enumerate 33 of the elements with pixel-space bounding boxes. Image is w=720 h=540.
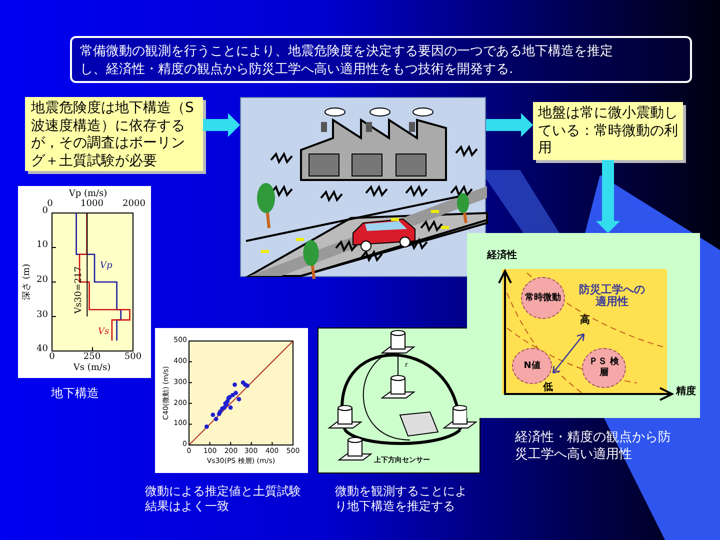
- tick-label: 2000: [122, 200, 146, 210]
- axis-title: Vs (m/s): [73, 364, 111, 374]
- callout-note: 地盤は常に微小震動している：常時微動の利用: [533, 102, 683, 160]
- tick-label: 0: [42, 207, 48, 217]
- caption: 地下構造: [51, 387, 99, 400]
- factory-road-drawing: [240, 97, 486, 277]
- tick-label: 250: [83, 353, 101, 363]
- tick-label: 0: [49, 353, 55, 363]
- chart-heading: 防災工学への適用性: [578, 284, 646, 308]
- axis-title: 経済性: [487, 250, 517, 261]
- axis-title: 精度: [676, 386, 696, 397]
- tick-label: 500: [124, 353, 142, 363]
- tick-label: 40: [36, 345, 48, 355]
- axis-title: 深さ (m): [23, 264, 33, 300]
- annotation: 高: [580, 315, 590, 326]
- tick-label: 1000: [80, 200, 104, 210]
- block-arrow: [203, 113, 240, 137]
- callout-note: 地震危険度は地下構造（S波速度構造）に依存するが，その調査はボーリング＋土質試験が必要: [25, 97, 203, 171]
- axis-title: Vp (m/s): [68, 190, 108, 199]
- chart-panel: [467, 233, 700, 418]
- tick-label: 0: [47, 200, 53, 209]
- caption: 微動による推定値と土質試験結果はよく一致: [145, 484, 302, 514]
- series-label: Vp: [100, 262, 112, 272]
- block-arrow: [596, 160, 620, 233]
- series-label: Vs: [98, 328, 110, 338]
- annotation: 低: [543, 382, 553, 393]
- block-arrow: [486, 113, 533, 137]
- tick-label: 30: [36, 311, 48, 321]
- annotation: Vs30=217: [75, 266, 85, 314]
- tick-label: 20: [36, 276, 48, 286]
- tick-label: 10: [36, 241, 48, 251]
- caption: 微動を観測することにより地下構造を推定する: [335, 484, 468, 514]
- objective-banner: 常備微動の観測を行うことにより、地震危険度を決定する要因の一つである地下構造を推定し、経済性・精度の観点から防災工学へ高い適用性をもつ技術を開発する.: [70, 36, 692, 83]
